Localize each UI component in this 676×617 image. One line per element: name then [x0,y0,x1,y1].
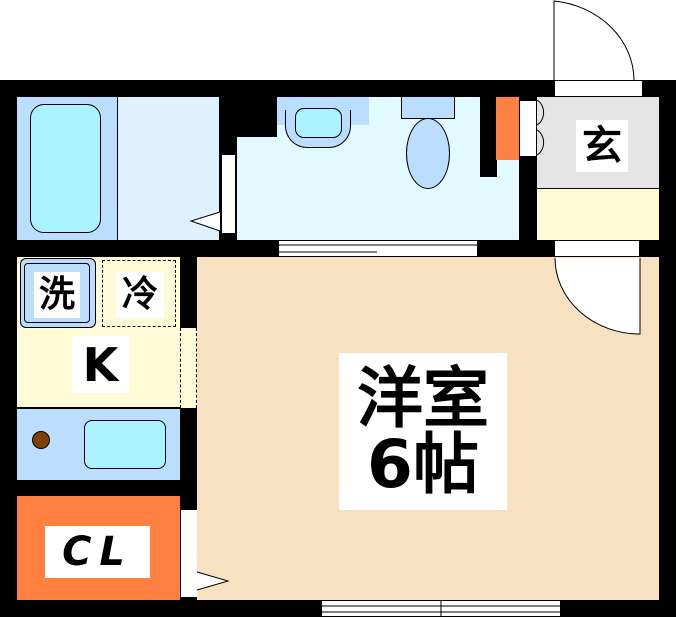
kitchen-opening [180,328,197,408]
fridge-label: 冷 [116,272,164,318]
toilet-room [237,137,519,240]
shoe-box-door[interactable] [519,100,537,157]
kitchen-label: K [72,336,129,393]
stove-burner [32,431,50,449]
washer-label: 洗 [34,272,80,318]
closet-label: CL [45,526,150,578]
room-door-opening[interactable] [554,240,640,257]
kitchen-sink [84,420,166,469]
room-name: 洋室 [357,359,489,437]
toilet-bowl [406,118,450,189]
front-door[interactable] [554,80,643,97]
entrance [537,97,659,189]
entrance-step [537,189,659,240]
toilet-window[interactable] [278,240,478,257]
sink-basin [295,108,342,138]
fridge-space [102,260,176,327]
western-room-label: 洋室 6帖 [339,353,507,510]
bathtub [30,104,101,233]
shoe-box [496,97,519,160]
washer-inner [24,263,90,323]
entrance-label: 玄 [576,120,628,172]
wall-segment [480,97,497,177]
bath-door[interactable] [221,154,236,234]
closet-door[interactable] [181,510,197,597]
room-size: 6帖 [367,425,479,503]
